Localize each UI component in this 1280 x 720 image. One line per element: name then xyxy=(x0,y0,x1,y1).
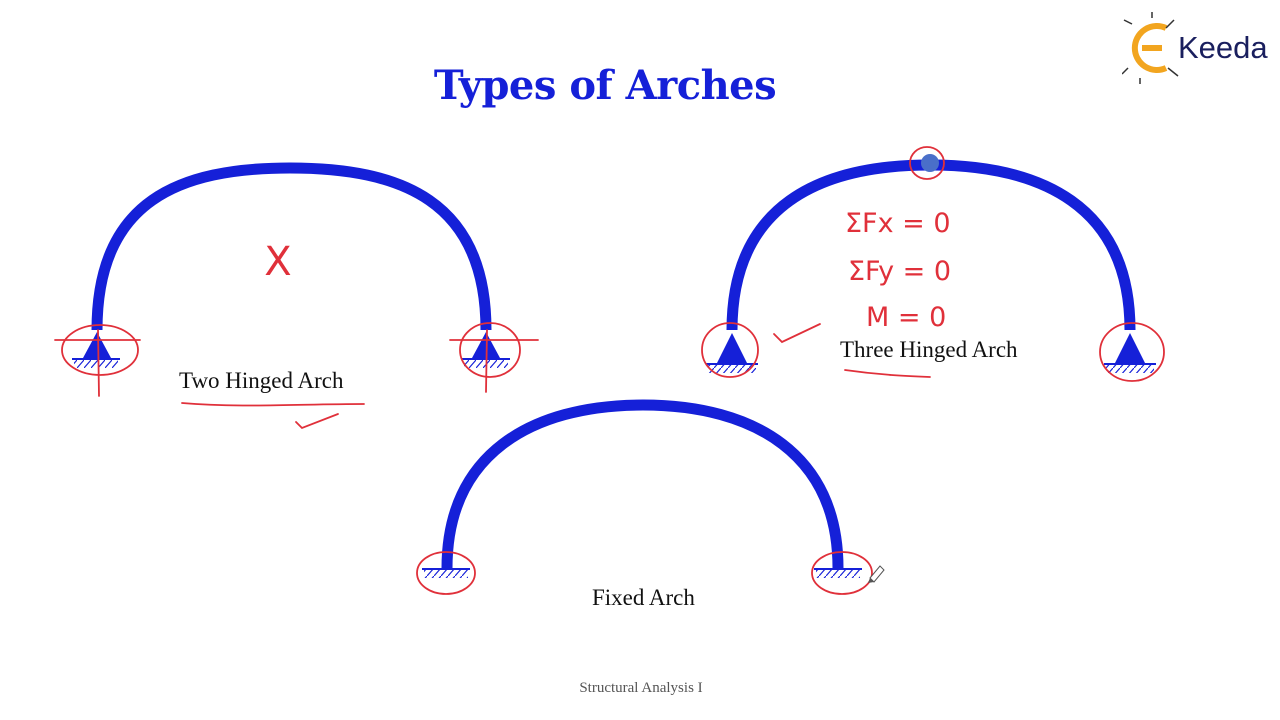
crown-hinge xyxy=(921,154,939,172)
three-hinged-arch xyxy=(706,154,1156,373)
label-fixed-arch: Fixed Arch xyxy=(592,585,695,610)
label-three-hinged-arch: Three Hinged Arch xyxy=(840,337,1018,362)
cross-mark: X xyxy=(264,239,291,285)
equation-sum-fx: ΣFx = 0 xyxy=(845,208,951,239)
annotation-circle xyxy=(1099,322,1165,382)
ekeeda-logo-mark xyxy=(1121,12,1179,84)
annotation-circle-crown xyxy=(909,146,945,180)
reaction-line xyxy=(97,329,100,397)
ekeeda-logo: Keeda xyxy=(1121,10,1274,86)
hinge-support-left xyxy=(706,333,758,373)
red-annotations xyxy=(54,146,1165,595)
slide-footer: Structural Analysis I xyxy=(579,680,703,696)
fixed-arch xyxy=(422,399,862,578)
equation-moment: M = 0 xyxy=(866,302,946,333)
check-mark xyxy=(295,413,339,430)
annotation-circle xyxy=(416,551,476,595)
logo-text: Keeda xyxy=(1178,30,1268,65)
annotation-circle xyxy=(61,324,139,376)
fixed-support-right xyxy=(814,568,862,578)
hinge-support-right xyxy=(1104,333,1156,373)
check-mark xyxy=(773,323,821,344)
underline-two-hinged xyxy=(181,402,365,407)
reaction-line xyxy=(485,329,488,393)
slide-title: Types of Arches xyxy=(433,62,777,109)
annotation-circle xyxy=(811,551,873,595)
annotation-circle xyxy=(701,322,759,378)
fixed-support-left xyxy=(422,568,470,578)
hinge-support-left xyxy=(72,332,120,368)
equation-sum-fy: ΣFy = 0 xyxy=(848,256,951,287)
label-two-hinged-arch: Two Hinged Arch xyxy=(179,368,344,393)
arch-rib-two-hinged xyxy=(91,162,492,331)
annotation-circle xyxy=(459,322,521,378)
pencil-cursor-icon xyxy=(868,565,885,583)
underline-three-hinged xyxy=(844,369,931,378)
arch-rib-fixed xyxy=(441,399,844,569)
